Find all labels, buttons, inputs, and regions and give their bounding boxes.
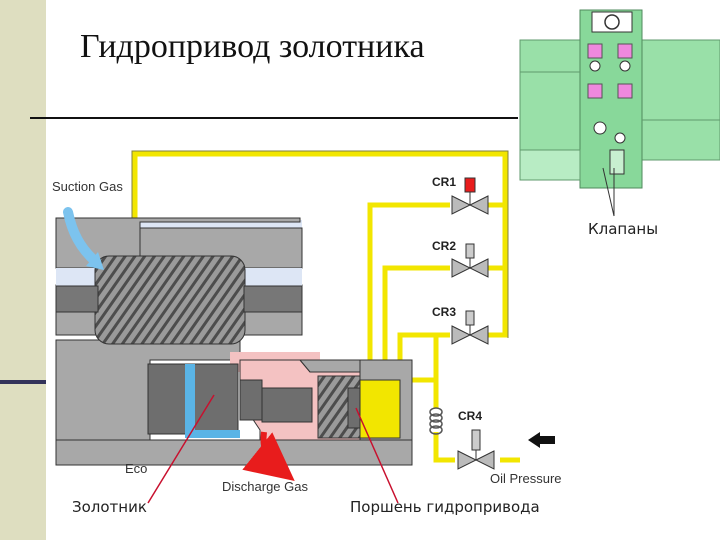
spool-label: Золотник (72, 498, 147, 516)
spool (147, 363, 313, 438)
piston-label: Поршень гидропривода (350, 498, 540, 516)
valves-pointer-line (602, 167, 615, 217)
piston-pointer-line (355, 407, 399, 504)
valves-label: Клапаны (588, 220, 659, 238)
discharge-gas-label: Discharge Gas (222, 479, 308, 494)
suction-gas-label: Suction Gas (52, 179, 123, 194)
cr2-valve (451, 243, 489, 278)
screw-rotor (55, 255, 303, 345)
cr4-valve (457, 429, 495, 470)
spool-pointer-line (147, 394, 215, 504)
cr2-label: CR2 (432, 239, 456, 253)
discharge-gas-arrow (242, 431, 295, 482)
valve-block-photo (518, 9, 720, 189)
suction-gas-arrowhead (86, 252, 104, 270)
oil-pressure-arrow (528, 432, 555, 448)
cr3-valve (451, 310, 489, 345)
oil-lines-outline (131, 150, 509, 338)
suction-gas-arrow (63, 207, 101, 267)
oil-pressure-label: Oil Pressure (490, 471, 562, 486)
slide-title: Гидропривод золотника (80, 28, 425, 65)
cr1-valve (451, 177, 489, 215)
cr4-label: CR4 (458, 409, 482, 423)
eco-label: Eco (125, 461, 147, 476)
title-underline (30, 117, 530, 119)
oil-restrictor-coil (429, 407, 443, 435)
slide-left-band-accent (0, 380, 46, 384)
hydraulic-piston (317, 375, 401, 439)
cr1-label: CR1 (432, 175, 456, 189)
cr3-label: CR3 (432, 305, 456, 319)
slide-left-band (0, 0, 46, 540)
